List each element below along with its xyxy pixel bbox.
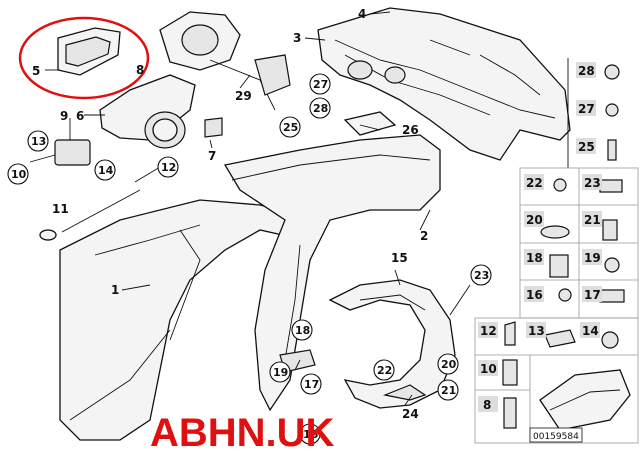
callout-1: 1	[111, 283, 119, 297]
callout-5: 5	[32, 64, 40, 78]
rear-trim-panel	[317, 7, 571, 161]
panel-label-12: 12	[480, 324, 497, 338]
callout-6: 6	[76, 109, 84, 123]
callout-18: 18	[295, 324, 310, 337]
callout-28: 28	[313, 102, 328, 115]
panel-label-27: 27	[578, 102, 595, 116]
callout-12: 12	[161, 161, 176, 174]
panel-label-18: 18	[526, 251, 543, 265]
highlight-ellipse	[18, 16, 150, 100]
callout-8: 8	[136, 63, 144, 77]
callout-9: 9	[60, 109, 68, 123]
panel-label-14: 14	[582, 324, 599, 338]
callout-14: 14	[98, 164, 114, 177]
panel-label-25: 25	[578, 140, 595, 154]
panel-label-23: 23	[584, 176, 601, 190]
fuel-filler-housing	[99, 11, 291, 149]
panel-label-8: 8	[483, 398, 491, 412]
callout-27: 27	[313, 78, 328, 91]
panel-label-20: 20	[526, 213, 543, 227]
callout-7: 7	[208, 149, 216, 163]
panel-label-13: 13	[528, 324, 545, 338]
callout-11: 11	[52, 202, 69, 216]
side-panel-right	[223, 134, 441, 412]
panel-label-21: 21	[584, 213, 601, 227]
callout-2: 2	[420, 229, 428, 243]
callout-24: 24	[402, 407, 419, 421]
callout-17: 17	[304, 378, 319, 391]
callouts: 5 8 9 6 13 10 14 12 7 11 1 29 25 27 28 3…	[7, 7, 492, 445]
panel-label-17: 17	[584, 288, 601, 302]
callout-15: 15	[391, 251, 408, 265]
wheel-arch-liner	[328, 279, 456, 409]
side-panel-labels: 28 27 25 22 23 20 21 18 19 16 17 12 13 1…	[478, 62, 602, 412]
panel-label-16: 16	[526, 288, 543, 302]
panel-label-10: 10	[480, 362, 497, 376]
callout-10: 10	[11, 168, 27, 181]
panel-label-19: 19	[584, 251, 601, 265]
callout-3: 3	[293, 31, 301, 45]
panel-label-28: 28	[578, 64, 595, 78]
callout-4: 4	[358, 7, 366, 21]
callout-16: 16	[303, 428, 319, 441]
callout-25: 25	[283, 121, 298, 134]
callout-19: 19	[273, 366, 288, 379]
callout-21: 21	[441, 384, 456, 397]
leader-lines	[45, 11, 471, 406]
watermark: ABHN.UK	[150, 411, 335, 452]
callout-26: 26	[402, 123, 419, 137]
fastener-panel	[474, 58, 639, 444]
side-panel-left	[59, 199, 306, 441]
callout-23: 23	[474, 269, 489, 282]
callout-29: 29	[235, 89, 252, 103]
callout-13: 13	[31, 135, 46, 148]
callout-22: 22	[377, 364, 392, 377]
panel-label-22: 22	[526, 176, 543, 190]
drawing-number: 00159584	[533, 432, 579, 442]
callout-20: 20	[441, 358, 457, 371]
